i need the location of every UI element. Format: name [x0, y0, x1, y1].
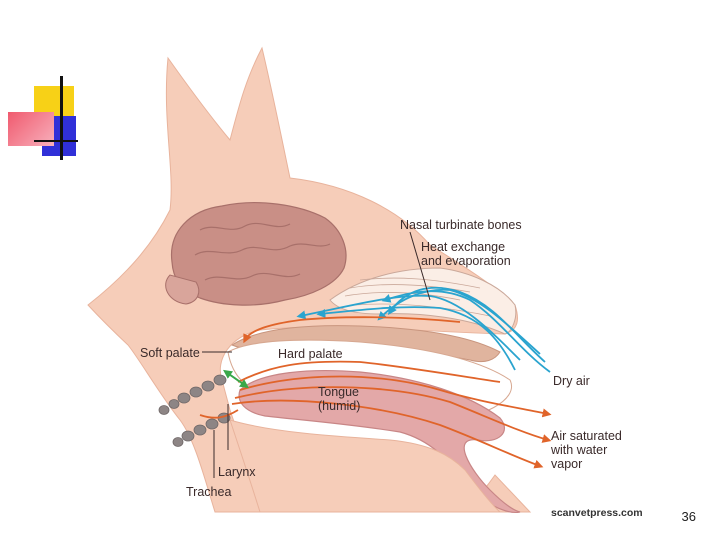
- label-heat-exchange-1: Heat exchange: [421, 240, 505, 254]
- dry-air-flow: [296, 286, 551, 373]
- deco-horizontal-line: [34, 140, 78, 142]
- label-larynx: Larynx: [218, 465, 256, 479]
- label-saturated-2: with water: [550, 443, 607, 457]
- label-soft-palate: Soft palate: [140, 346, 200, 360]
- tongue: [238, 369, 521, 513]
- label-tongue-1: Tongue: [318, 385, 359, 399]
- page-number: 36: [681, 509, 696, 524]
- cerebellum: [165, 274, 200, 305]
- label-hard-palate: Hard palate: [278, 347, 343, 361]
- lower-jaw: [229, 419, 502, 513]
- label-tongue-2: (humid): [318, 399, 360, 413]
- label-heat-exchange-2: and evaporation: [421, 254, 511, 268]
- leader-lines: [202, 231, 431, 478]
- image-credit: scanvetpress.com: [551, 507, 643, 519]
- label-nasal-turbinate: Nasal turbinate bones: [400, 218, 522, 232]
- label-dry-air: Dry air: [553, 374, 590, 388]
- larynx-airflow-arrows: [223, 369, 249, 389]
- label-trachea: Trachea: [186, 485, 231, 499]
- label-saturated-1: Air saturated: [551, 429, 622, 443]
- label-saturated-3: vapor: [551, 457, 582, 471]
- saturated-air-flow: [199, 316, 552, 469]
- brain: [170, 202, 347, 306]
- deco-vertical-line: [60, 76, 63, 160]
